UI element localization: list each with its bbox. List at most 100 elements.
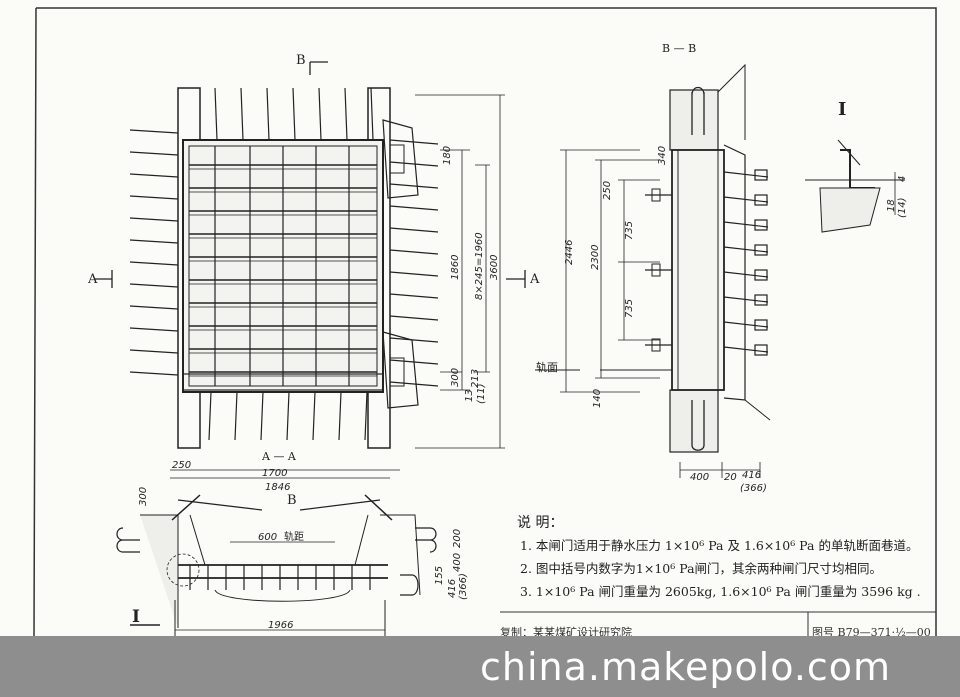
hinge-bottom xyxy=(382,331,419,409)
watermark-strip xyxy=(0,636,960,697)
dim-300-label: 300 xyxy=(450,368,461,387)
bb-rail-label: 轨面 xyxy=(536,360,558,374)
dim-8x245-label: 8×245=1960 xyxy=(474,232,485,300)
aa-right-rock xyxy=(380,514,421,596)
left-anchor-bolt xyxy=(129,195,179,200)
bb-title: B — B xyxy=(662,42,696,55)
section-b-label: B xyxy=(296,53,306,68)
dim-180-label: 180 xyxy=(442,146,453,165)
title-block-drawing-no: 图号 B79—371·½—00 xyxy=(812,626,931,639)
bb-250-label: 250 xyxy=(602,181,613,200)
bottom-anchor-bolt xyxy=(364,391,368,441)
notes-title: 说 明： xyxy=(517,515,564,531)
bb-735b-label: 735 xyxy=(624,299,635,318)
aa-b-label: B xyxy=(287,493,297,508)
detail-i xyxy=(805,139,905,233)
bb-rock-top xyxy=(717,63,746,140)
bb-plates xyxy=(677,150,719,390)
hinge-pin-top xyxy=(389,144,405,174)
aa-300-label: 300 xyxy=(138,487,149,506)
bb-nut xyxy=(754,194,768,206)
bb-nut xyxy=(754,319,768,331)
bb-nut xyxy=(754,169,768,181)
top-anchor-bolt xyxy=(266,87,270,141)
bb-dim-bottom xyxy=(679,462,761,478)
bb-dim-735 xyxy=(618,179,660,341)
section-aa xyxy=(116,469,437,636)
hinge-pin-bottom xyxy=(389,357,405,387)
bb-handle-nut xyxy=(651,263,661,277)
bb-anchor-bolt xyxy=(723,246,769,253)
bb-bottom-concrete xyxy=(669,389,719,453)
bb-nut xyxy=(754,294,768,306)
bb-nut xyxy=(754,344,768,356)
left-anchor-bolt xyxy=(129,151,179,156)
bottom-anchor-bolt xyxy=(312,391,316,441)
detail-14-label: (14) xyxy=(897,197,908,218)
aa-1966-label: 1966 xyxy=(268,620,293,631)
aa-1846-label: 1846 xyxy=(265,482,290,493)
detail-angle xyxy=(840,149,875,189)
aa-arch xyxy=(177,499,381,511)
bb-anchor-bolt xyxy=(723,171,769,178)
dim-1860-label: 1860 xyxy=(450,255,461,280)
right-anchor-bolt xyxy=(389,205,439,211)
dim-11-label: (11) xyxy=(476,383,487,404)
dim-1860 xyxy=(440,149,470,391)
left-anchor-bolt xyxy=(129,173,179,178)
top-anchor-bolt xyxy=(214,87,218,141)
sheet-border xyxy=(36,7,937,636)
top-anchor-bolt xyxy=(344,87,348,141)
left-anchor-bolt xyxy=(129,129,179,134)
note-1: 1. 本闸门适用于静水压力 1×10⁶ Pa 及 1.6×10⁶ Pa 的单轨断… xyxy=(520,538,919,553)
right-anchor-bolt xyxy=(389,161,439,167)
bb-anchor-bolt xyxy=(723,271,769,278)
bb-nut xyxy=(754,269,768,281)
bb-handle-nut xyxy=(651,338,661,352)
detail-4-label: 4 xyxy=(897,176,908,182)
right-anchor-bolt xyxy=(389,227,439,233)
bb-nut xyxy=(754,244,768,256)
section-a-label-left: A xyxy=(87,272,98,287)
left-anchor-bolt xyxy=(129,371,179,376)
aa-struts xyxy=(171,494,393,521)
detail-i-title: I xyxy=(838,99,846,120)
bb-handle-nut xyxy=(651,188,661,202)
hinge-top xyxy=(382,119,419,199)
aa-200-label: 200 xyxy=(452,529,463,548)
bb-hook-top xyxy=(691,86,705,135)
left-anchor-bolt xyxy=(129,261,179,266)
bottom-anchor-bolt xyxy=(208,391,212,441)
top-anchor-bolt xyxy=(318,87,322,141)
anchor-bolts xyxy=(129,87,439,441)
aa-left-rock xyxy=(140,514,179,628)
aa-gauge-label: 轨距 xyxy=(284,530,304,543)
aa-1700-label: 1700 xyxy=(262,468,287,479)
door-grid xyxy=(189,146,377,386)
section-bb xyxy=(535,63,771,478)
right-anchor-bolt xyxy=(389,249,439,255)
right-anchor-bolt xyxy=(389,139,439,145)
right-anchor-bolt xyxy=(389,381,439,387)
aa-ties xyxy=(189,514,369,566)
aa-title: A — A xyxy=(261,450,297,463)
right-anchor-bolt xyxy=(389,183,439,189)
right-anchor-bolt xyxy=(389,271,439,277)
bb-366-label: (366) xyxy=(740,483,767,494)
left-anchor-bolt xyxy=(129,349,179,354)
bb-nut xyxy=(754,219,768,231)
aa-hook-left xyxy=(116,527,140,553)
bb-340-label: 340 xyxy=(657,146,668,165)
detail-leader xyxy=(837,139,861,166)
bb-anchor-bolt xyxy=(723,346,769,353)
aa-hook-right xyxy=(415,527,437,553)
aa-155-label: 155 xyxy=(434,566,445,585)
dim-13-label: 13 xyxy=(464,389,475,402)
bb-anchor-bolt xyxy=(723,196,769,203)
left-anchor-bolt xyxy=(129,283,179,288)
section-a-right-mark xyxy=(506,270,526,288)
aa-track-bed xyxy=(214,589,351,602)
aa-250-label: 250 xyxy=(172,460,191,471)
section-a-label-right: A xyxy=(529,272,540,287)
